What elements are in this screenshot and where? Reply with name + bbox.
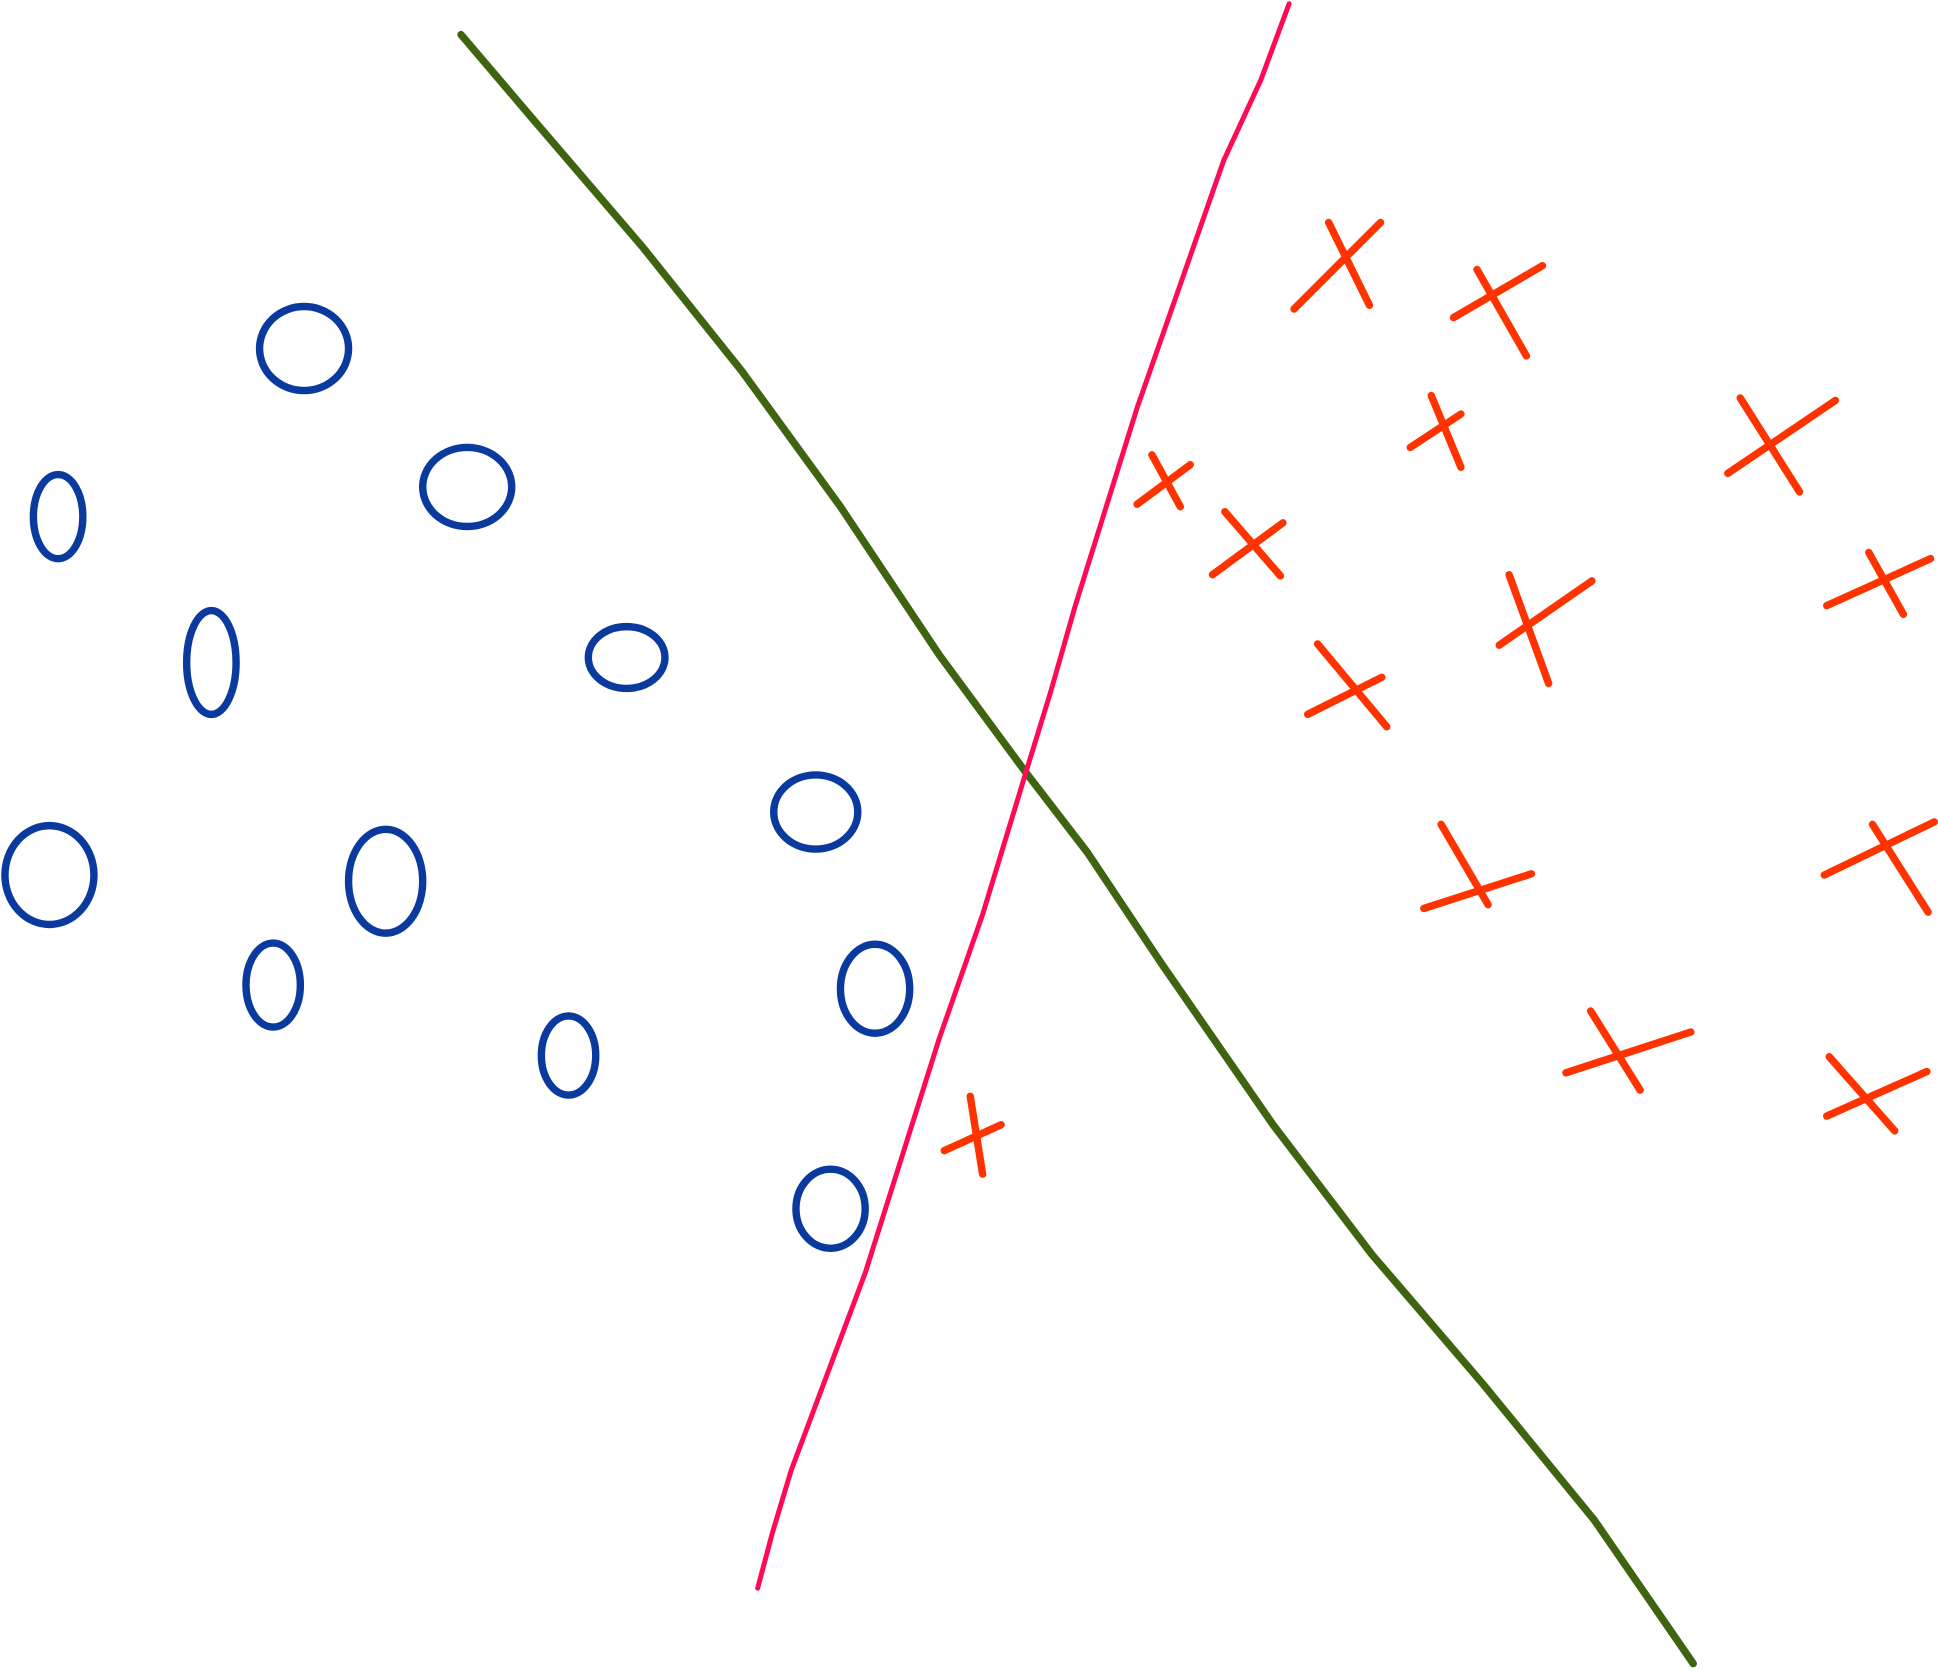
circle-point — [836, 940, 914, 1037]
circle-point — [537, 1012, 600, 1099]
cross-point — [1420, 820, 1536, 913]
cross-point — [1133, 451, 1194, 511]
cross-point — [1449, 262, 1547, 360]
cross-point — [940, 1092, 1005, 1178]
cross-stroke — [1820, 818, 1938, 879]
cross-stroke — [1406, 410, 1465, 452]
circle-point — [419, 443, 516, 531]
cross-stroke — [1208, 519, 1287, 579]
cross-point — [1303, 640, 1391, 731]
circle-point — [1, 821, 98, 929]
class-o-points — [1, 302, 914, 1253]
decision-boundaries — [457, 1, 1697, 1668]
cross-point — [1724, 394, 1840, 496]
cross-stroke — [1133, 461, 1194, 508]
circle-point — [29, 470, 87, 563]
cross-point — [1290, 218, 1385, 313]
cross-point — [1208, 507, 1287, 580]
cross-point — [1823, 548, 1935, 618]
cross-stroke — [1562, 1028, 1695, 1077]
cross-point — [1562, 1007, 1695, 1094]
circle-point — [255, 302, 353, 395]
circle-point — [584, 622, 669, 693]
class-x-points — [940, 218, 1938, 1178]
cross-point — [1823, 1053, 1931, 1135]
cross-stroke — [1324, 218, 1374, 309]
cross-stroke — [1868, 820, 1932, 916]
cross-stroke — [1586, 1007, 1644, 1094]
cross-point — [1406, 391, 1465, 471]
cross-stroke — [1290, 218, 1385, 313]
boundary-line-pink — [755, 1, 1292, 1591]
cross-stroke — [1449, 262, 1547, 322]
circle-point — [770, 771, 862, 853]
cross-stroke — [1473, 265, 1531, 360]
cross-stroke — [1427, 391, 1465, 471]
cross-stroke — [1865, 548, 1908, 618]
cross-stroke — [1313, 640, 1391, 731]
circle-point — [792, 1165, 869, 1253]
cross-stroke — [1495, 577, 1596, 649]
circle-point — [344, 825, 427, 937]
boundary-line-green — [457, 30, 1697, 1668]
cross-stroke — [1724, 396, 1840, 478]
cross-stroke — [1825, 1053, 1899, 1135]
cross-point — [1820, 818, 1938, 916]
cross-point — [1495, 571, 1596, 688]
circle-point — [242, 939, 305, 1031]
circle-point — [182, 606, 240, 719]
cross-stroke — [1420, 870, 1536, 913]
cross-stroke — [1823, 1067, 1931, 1120]
cross-stroke — [1823, 554, 1935, 610]
cross-stroke — [1303, 673, 1386, 719]
cross-stroke — [940, 1121, 1005, 1155]
